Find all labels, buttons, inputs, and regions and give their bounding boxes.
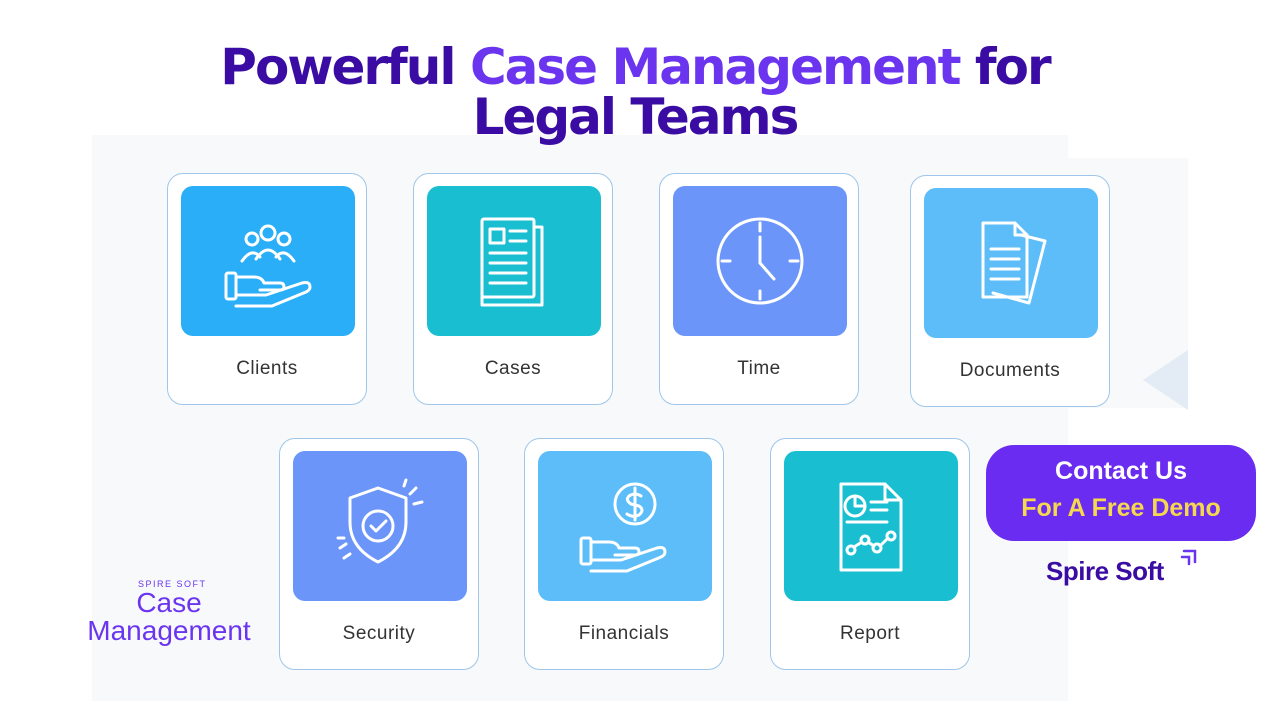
report-chart-icon (839, 482, 903, 572)
title-part-2: for (959, 38, 1052, 96)
tile-financials (538, 451, 712, 601)
card-time[interactable]: Time (659, 173, 859, 405)
tile-time (673, 186, 847, 336)
card-label-security: Security (342, 623, 416, 644)
dollar-hand-icon (579, 482, 667, 573)
title-line-1: Powerful Case Management for (0, 42, 1270, 92)
title-accent: Case Management (469, 38, 962, 96)
card-label-clients: Clients (236, 358, 298, 379)
card-financials[interactable]: Financials (524, 438, 724, 670)
card-label-financials: Financials (578, 623, 670, 644)
cta-line-1: Contact Us (1055, 457, 1187, 485)
logo-line-2: Management (87, 615, 251, 646)
clock-icon (716, 217, 804, 305)
title-line-2: Legal Teams (472, 88, 800, 146)
clients-hand-icon (224, 224, 312, 308)
card-cases[interactable]: Cases (413, 173, 613, 405)
brand-mark-icon (1180, 549, 1197, 566)
card-report[interactable]: Report (770, 438, 970, 670)
shield-check-icon (336, 478, 424, 564)
card-label-cases: Cases (484, 358, 542, 379)
logo-line-1: Case (136, 587, 202, 618)
contact-us-button[interactable]: Contact Us For A Free Demo (986, 445, 1256, 541)
cta-line-2: For A Free Demo (1021, 494, 1221, 522)
case-document-icon (480, 217, 544, 307)
page-title: Powerful Case Management for Legal Teams (0, 42, 1270, 142)
title-part-1: Powerful (220, 38, 470, 96)
arrow-left-icon (1143, 350, 1188, 410)
logo-small-text: SPIRE SOFT (138, 579, 207, 589)
documents-icon (981, 221, 1047, 305)
tile-clients (181, 186, 355, 336)
tile-report (784, 451, 958, 601)
card-documents[interactable]: Documents (910, 175, 1110, 407)
card-label-documents: Documents (959, 360, 1061, 381)
tile-cases (427, 186, 601, 336)
tile-documents (924, 188, 1098, 338)
tile-security (293, 451, 467, 601)
card-clients[interactable]: Clients (167, 173, 367, 405)
card-security[interactable]: Security (279, 438, 479, 670)
card-label-report: Report (839, 623, 901, 644)
case-management-logo: Case Management (70, 589, 268, 645)
brand-name: Spire Soft (1046, 556, 1164, 586)
card-label-time: Time (737, 358, 781, 379)
